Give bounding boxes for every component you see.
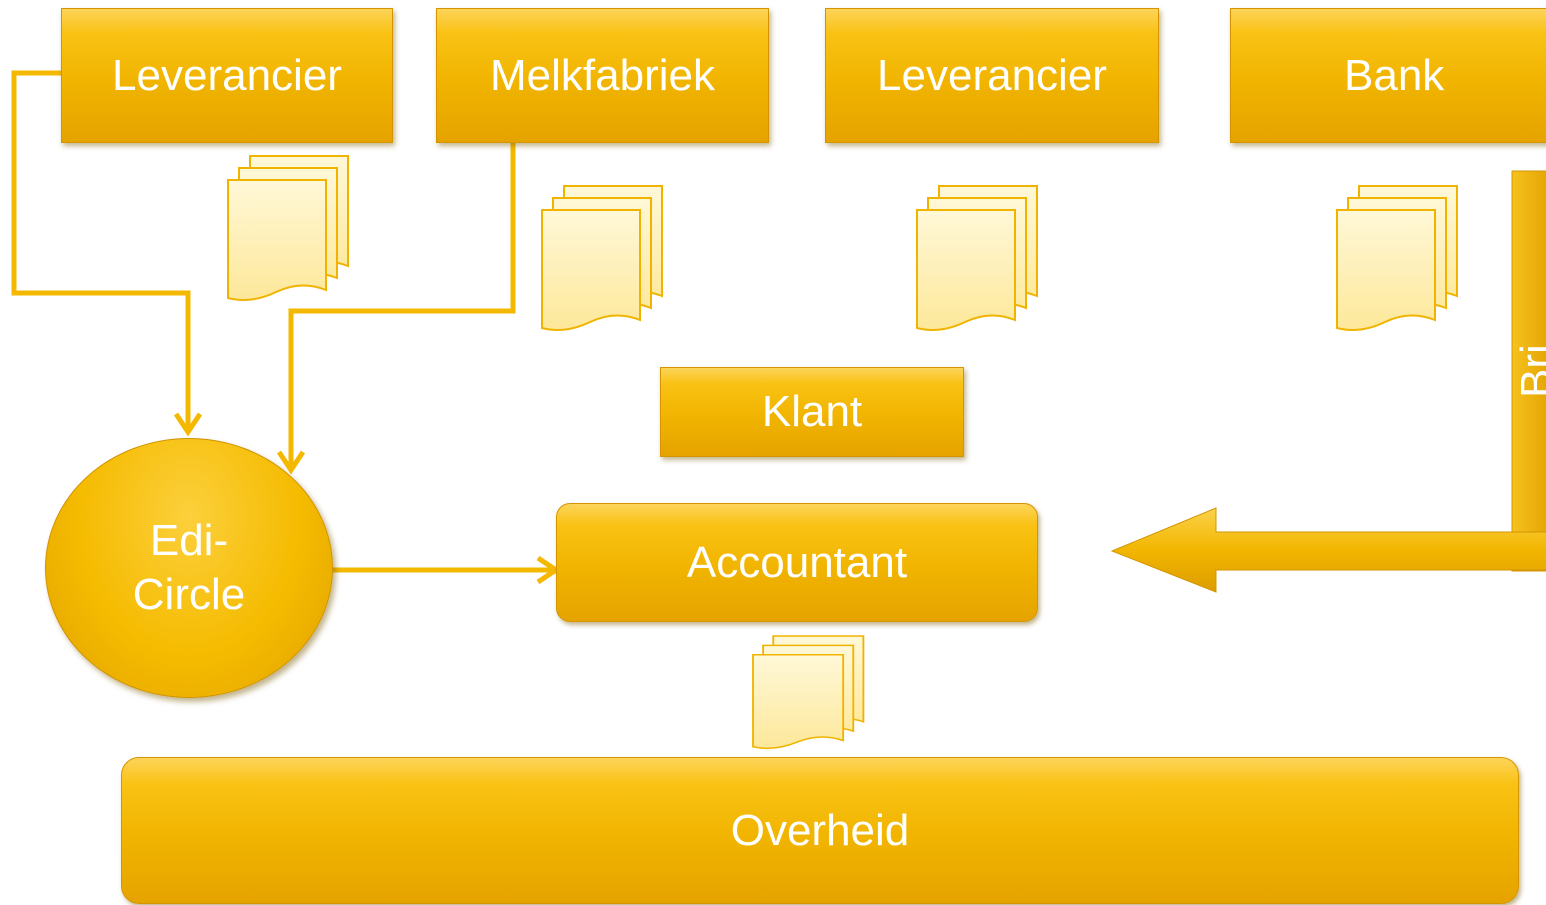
overheid-box: Overheid — [121, 757, 1519, 904]
bank-arrow-to-accountant — [1110, 507, 1546, 593]
leverancier-label-1: Leverancier — [112, 50, 342, 100]
edi-circle-node: Edi- Circle — [45, 438, 333, 698]
connector-melkfabriek-edi — [288, 143, 516, 466]
bank-label: Bank — [1344, 50, 1445, 100]
document-stack-icon-leverancier-1 — [227, 155, 349, 301]
arrowhead-leverancier-edi — [173, 412, 203, 437]
bank-box: Bank — [1230, 8, 1546, 143]
edi-circle-label-line-1: Edi- — [149, 516, 229, 565]
leverancier-label-2: Leverancier — [877, 50, 1107, 100]
leverancier-box-2: Leverancier — [825, 8, 1159, 143]
klant-label: Klant — [761, 387, 863, 436]
klant-box: Klant — [660, 367, 964, 457]
edi-circle-label: Edi- Circle — [133, 514, 245, 622]
bank-arrow-label: Bri — [1512, 344, 1546, 398]
melkfabriek-box: Melkfabriek — [436, 8, 769, 143]
overheid-label: Overheid — [730, 805, 910, 855]
document-stack-icon-melkfabriek — [541, 185, 663, 331]
connector-leverancier-edi — [11, 70, 191, 428]
document-stack-icon-accountant — [752, 635, 865, 750]
accountant-label: Accountant — [686, 537, 908, 587]
leverancier-box-1: Leverancier — [61, 8, 393, 143]
document-stack-icon-leverancier-2 — [916, 185, 1038, 331]
arrowhead-melkfabriek-edi — [276, 450, 306, 475]
melkfabriek-label: Melkfabriek — [490, 50, 715, 100]
document-stack-icon-bank — [1336, 185, 1458, 331]
accountant-box: Accountant — [556, 503, 1038, 622]
edi-circle-label-line-2: Circle — [132, 570, 246, 619]
bank-arrow-vertical-bar — [1511, 170, 1546, 572]
